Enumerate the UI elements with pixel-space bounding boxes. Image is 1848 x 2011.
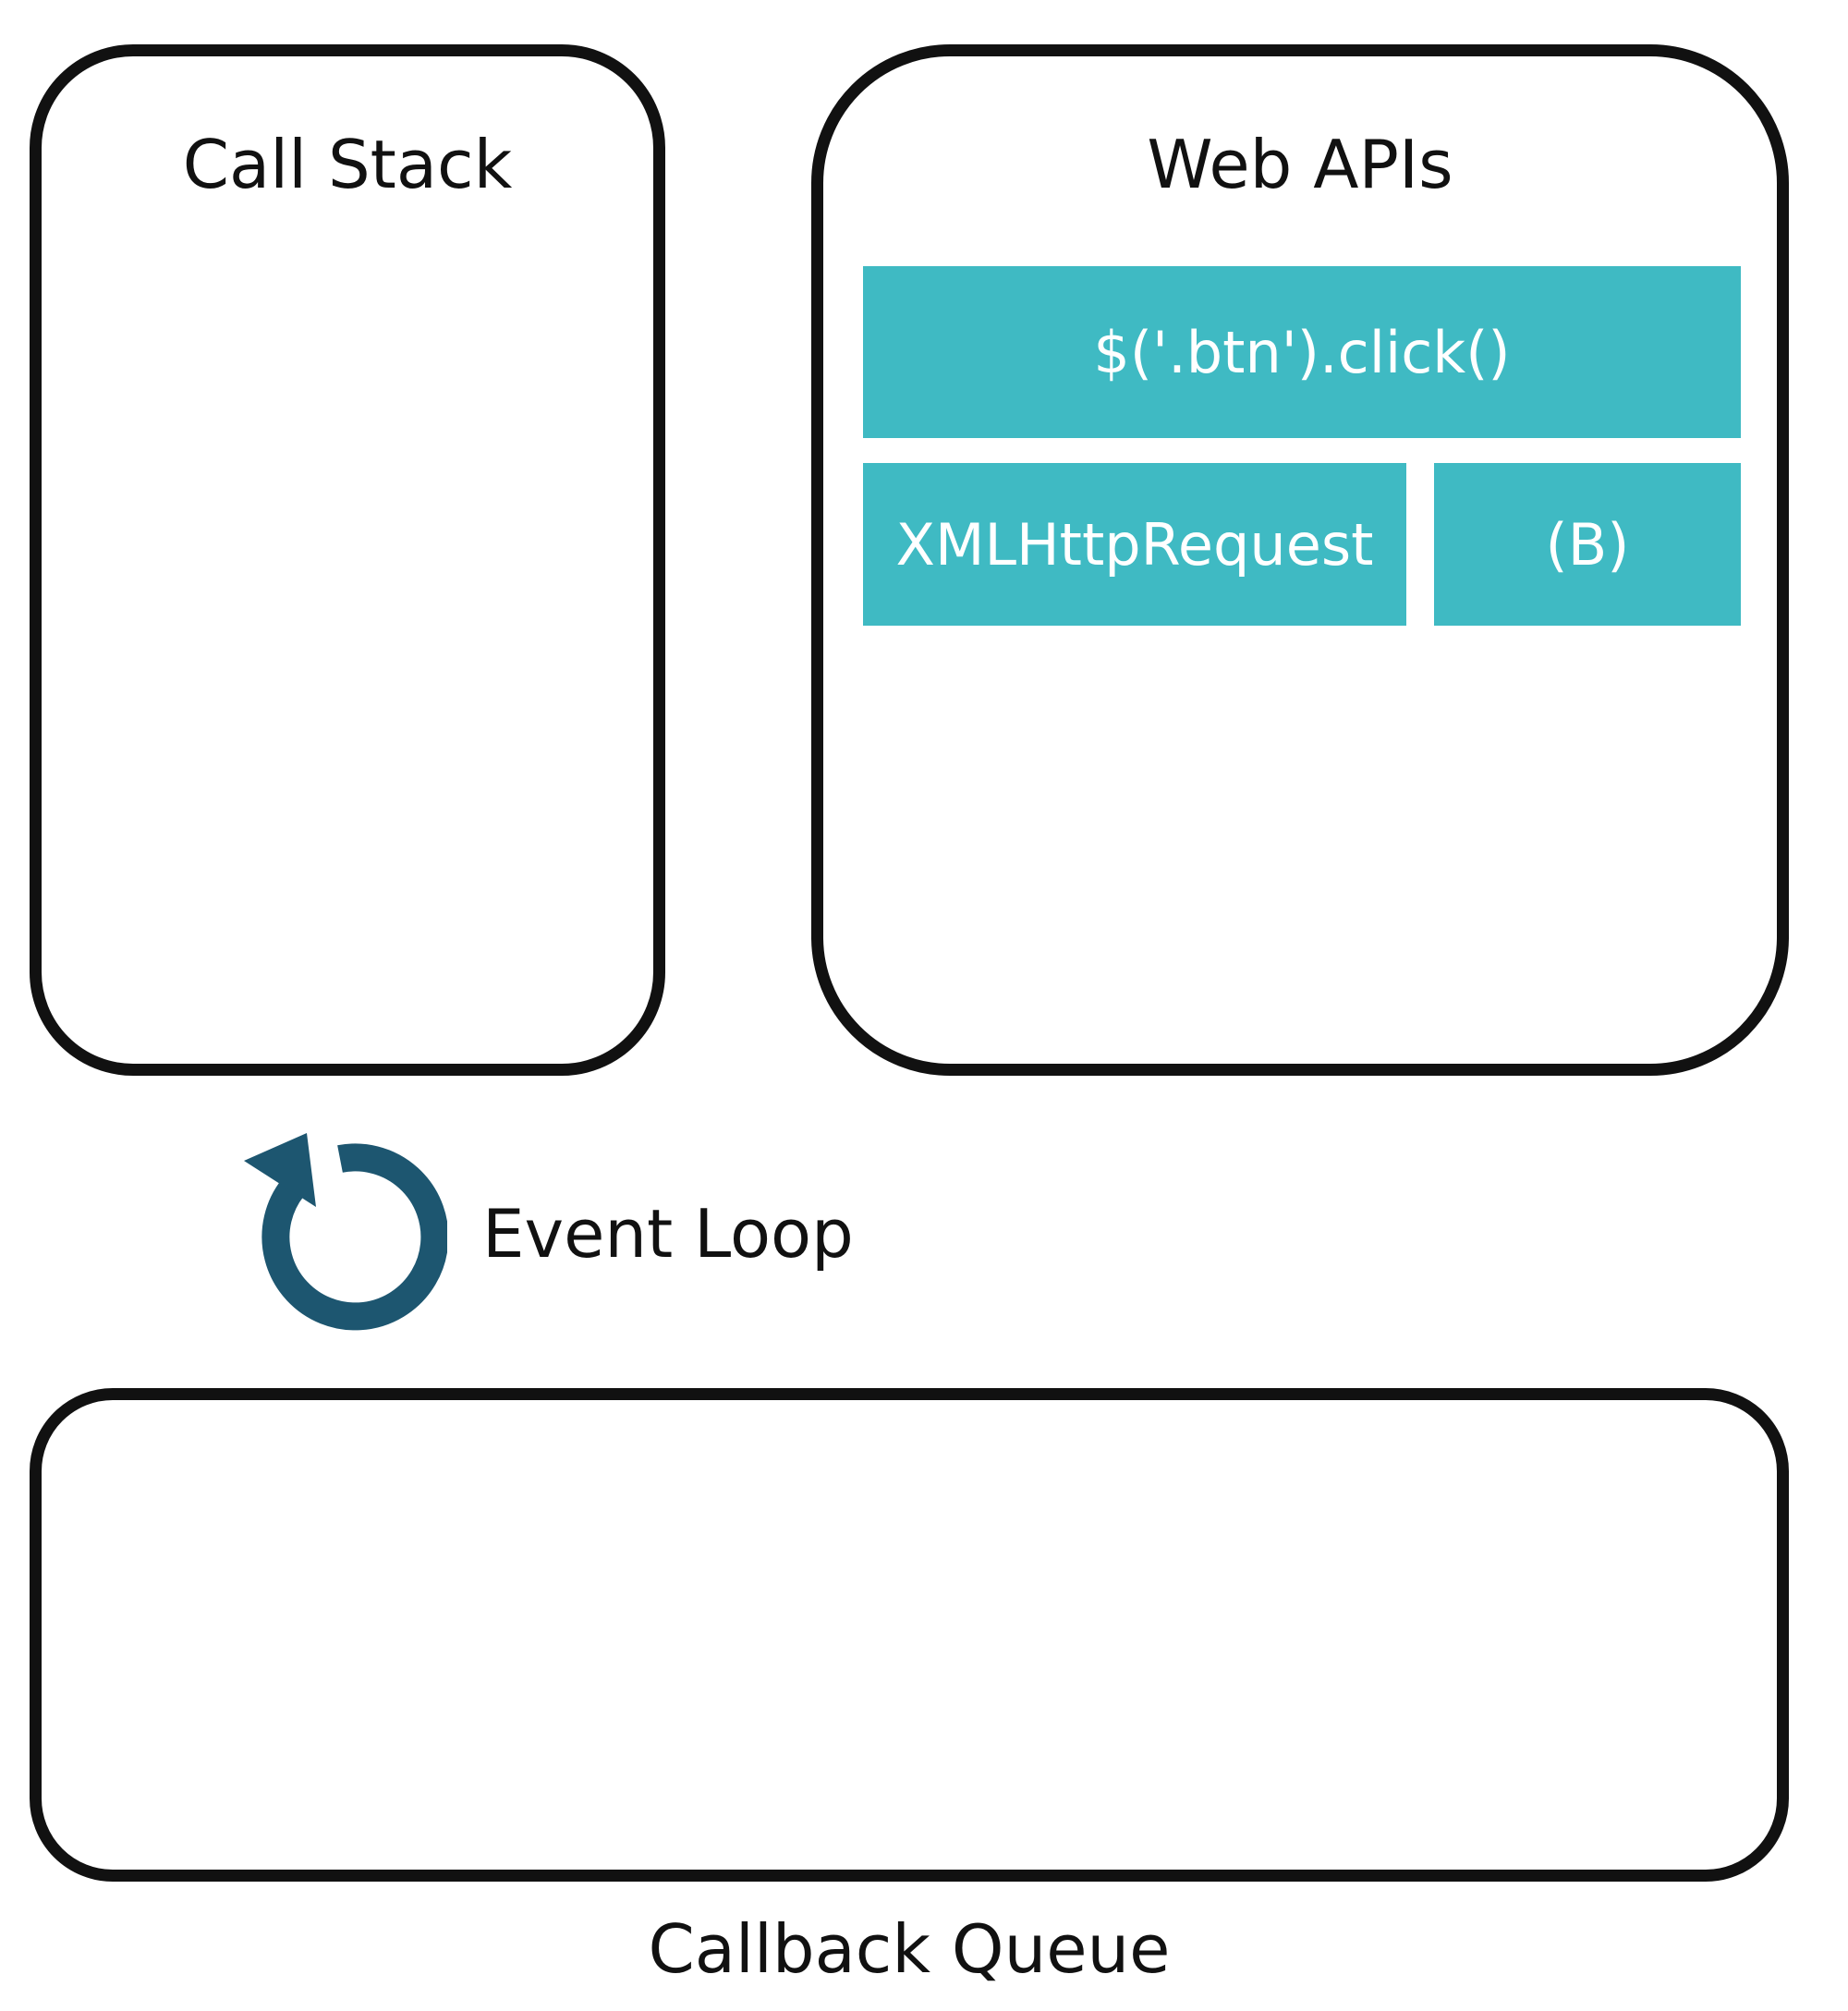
callback-queue-label: Callback Queue [648, 1910, 1171, 1988]
circular-arrow-icon [244, 1133, 447, 1331]
call-stack-title: Call Stack [182, 126, 513, 203]
web-api-item-xmlhttprequest: XMLHttpRequest [863, 463, 1406, 626]
loop-arrowhead [244, 1133, 316, 1207]
web-api-item-click-handler: $('.btn').click() [863, 266, 1741, 438]
web-apis-title: Web APIs [1147, 126, 1453, 203]
loop-ring [261, 1143, 447, 1331]
call-stack-panel: Call Stack [30, 44, 665, 1076]
event-loop-label: Event Loop [482, 1195, 854, 1273]
web-api-item-b: (B) [1434, 463, 1741, 626]
callback-queue-panel [30, 1388, 1789, 1882]
